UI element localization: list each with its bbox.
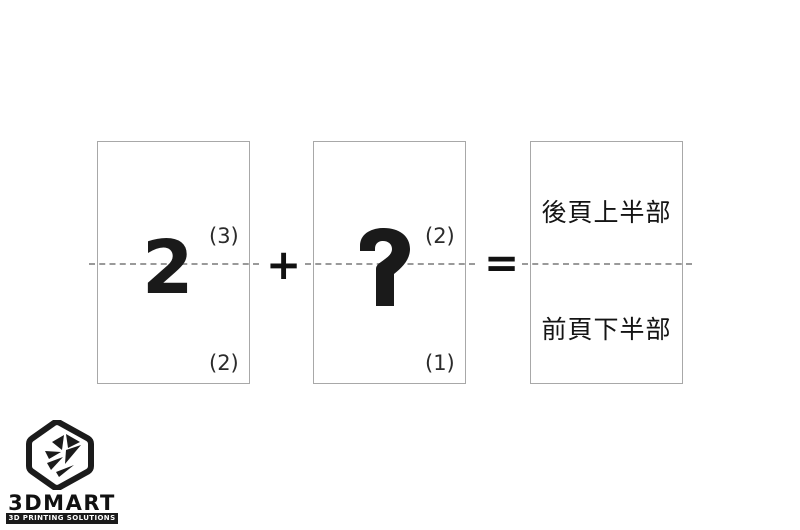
brand-wordmark: 3DMART: [8, 491, 116, 515]
panel-1-page-number-glyph: 2: [142, 225, 193, 311]
brand-tagline: 3D PRINTING SOLUTIONS: [6, 513, 118, 524]
result-page-panel: [530, 141, 683, 384]
panel-3-midline: [522, 263, 692, 265]
panel-1-midline: [89, 263, 259, 265]
brand-logo: 3DMART 3D PRINTING SOLUTIONS: [6, 420, 118, 524]
panel-1-bottom-label: (2): [209, 351, 239, 375]
panel-2-bottom-label: (1): [425, 351, 455, 375]
equals-operator: =: [484, 238, 520, 287]
result-upper-half-label: 後頁上半部: [541, 198, 672, 227]
plus-operator: +: [266, 240, 302, 289]
hexagon-3d-logo-icon: [26, 420, 94, 490]
first-page-panel: [97, 141, 250, 384]
panel-2-partial-page-number-glyph: [360, 228, 410, 306]
result-lower-half-label: 前頁下半部: [541, 315, 672, 344]
panel-1-top-label: (3): [209, 224, 239, 248]
panel-2-top-label: (2): [425, 224, 455, 248]
